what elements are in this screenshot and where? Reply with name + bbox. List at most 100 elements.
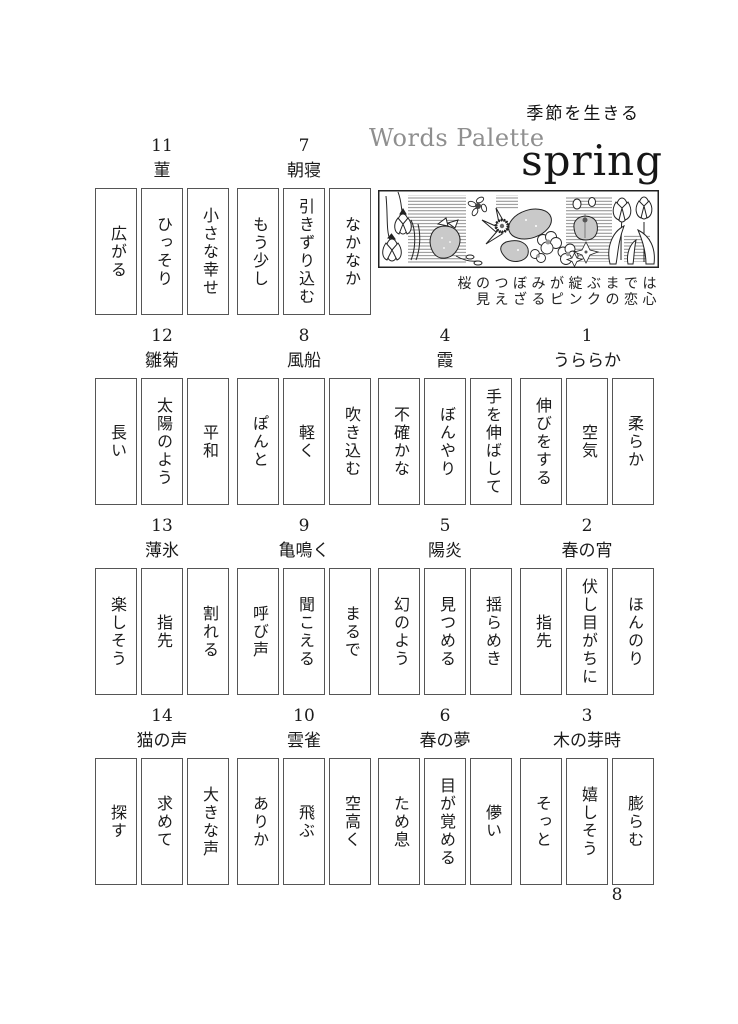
word-card: 小さな幸せ [187, 188, 229, 315]
group-boxes: ぽんと 軽く 吹き込む [237, 378, 371, 505]
word-group: 7 朝寝 もう少し 引きずり込む なかなか [237, 134, 371, 315]
group-number: 13 [151, 516, 173, 536]
word-card: 指先 [141, 568, 183, 695]
word-text: ぼんやり [437, 405, 454, 478]
word-card: 膨らむ [612, 758, 654, 885]
group-title: 春の夢 [419, 731, 471, 750]
word-card: 探す [95, 758, 137, 885]
word-text: 空気 [579, 423, 596, 460]
word-group: 13 薄氷 楽しそう 指先 割れる [95, 514, 229, 695]
word-text: そっと [533, 794, 550, 849]
word-text: 長い [108, 423, 125, 460]
word-text: 太陽のよう [154, 396, 171, 487]
group-number: 10 [293, 706, 315, 726]
group-number: 8 [298, 326, 310, 346]
word-card: 引きずり込む [283, 188, 325, 315]
group-boxes: もう少し 引きずり込む なかなか [237, 188, 371, 315]
word-text: 幻のよう [391, 595, 408, 668]
word-text: 聞こえる [296, 595, 313, 668]
word-text: ほんのり [625, 595, 642, 668]
group-number: 4 [439, 326, 451, 346]
word-card: 大きな声 [187, 758, 229, 885]
word-card: ありか [237, 758, 279, 885]
group-boxes: 不確かな ぼんやり 手を伸ばして [378, 378, 512, 505]
word-text: 見つめる [437, 595, 454, 668]
word-text: ひっそり [154, 215, 171, 288]
word-text: ため息 [391, 794, 408, 849]
word-card: 求めて [141, 758, 183, 885]
word-text: ありか [250, 794, 267, 849]
group-boxes: 呼び声 聞こえる まるで [237, 568, 371, 695]
word-card: ぽんと [237, 378, 279, 505]
word-group: 8 風船 ぽんと 軽く 吹き込む [237, 324, 371, 505]
page-number: 8 [611, 885, 623, 905]
word-text: 伏し目がちに [579, 577, 596, 686]
word-group: 3 木の芽時 そっと 嬉しそう 膨らむ [520, 704, 654, 885]
word-card: 軽く [283, 378, 325, 505]
group-number: 9 [298, 516, 310, 536]
word-card: 伸びをする [520, 378, 562, 505]
group-number: 7 [298, 136, 310, 156]
word-group: 12 雛菊 長い 太陽のよう 平和 [95, 324, 229, 505]
group-title: 菫 [153, 161, 171, 180]
word-card: 柔らか [612, 378, 654, 505]
word-text: 儚い [483, 803, 500, 840]
word-text: 大きな声 [200, 785, 217, 858]
group-title: 雛菊 [145, 351, 179, 370]
word-card: 空気 [566, 378, 608, 505]
group-title: 木の芽時 [553, 731, 621, 750]
word-card: 揺らめき [470, 568, 512, 695]
word-card: 目が覚める [424, 758, 466, 885]
word-text: 目が覚める [437, 776, 454, 867]
page-title: Words Palette [369, 124, 545, 152]
word-group: 10 雲雀 ありか 飛ぶ 空高く [237, 704, 371, 885]
word-card: 割れる [187, 568, 229, 695]
word-card: 伏し目がちに [566, 568, 608, 695]
word-group: 4 霞 不確かな ぼんやり 手を伸ばして [378, 324, 512, 505]
word-text: 伸びをする [533, 396, 550, 487]
group-boxes: 伸びをする 空気 柔らか [520, 378, 654, 505]
word-text: 小さな幸せ [200, 206, 217, 297]
word-card: ぼんやり [424, 378, 466, 505]
group-title: 霞 [436, 351, 454, 370]
word-text: 空高く [342, 794, 359, 849]
word-group: 6 春の夢 ため息 目が覚める 儚い [378, 704, 512, 885]
word-group: 2 春の宵 指先 伏し目がちに ほんのり [520, 514, 654, 695]
word-group: 11 菫 広がる ひっそり 小さな幸せ [95, 134, 229, 315]
group-boxes: ありか 飛ぶ 空高く [237, 758, 371, 885]
group-boxes: 広がる ひっそり 小さな幸せ [95, 188, 229, 315]
word-card: 平和 [187, 378, 229, 505]
season-label: spring [521, 136, 663, 185]
group-title: 亀鳴く [278, 541, 330, 560]
spring-flowers-illustration [378, 190, 659, 268]
group-number: 5 [439, 516, 451, 536]
group-boxes: ため息 目が覚める 儚い [378, 758, 512, 885]
group-title: 陽炎 [428, 541, 462, 560]
group-number: 14 [151, 706, 173, 726]
word-card: 長い [95, 378, 137, 505]
word-group: 9 亀鳴く 呼び声 聞こえる まるで [237, 514, 371, 695]
word-card: 嬉しそう [566, 758, 608, 885]
word-text: なかなか [342, 215, 359, 288]
word-card: 指先 [520, 568, 562, 695]
word-card: ほんのり [612, 568, 654, 695]
word-text: 割れる [200, 604, 217, 659]
group-boxes: 長い 太陽のよう 平和 [95, 378, 229, 505]
poem-line-2: 見えざるピンクの恋心 [476, 292, 661, 308]
group-title: うららか [553, 351, 621, 370]
word-card: 不確かな [378, 378, 420, 505]
word-text: 求めて [154, 794, 171, 849]
group-number: 12 [151, 326, 173, 346]
word-card: 幻のよう [378, 568, 420, 695]
word-group: 1 うららか 伸びをする 空気 柔らか [520, 324, 654, 505]
word-card: まるで [329, 568, 371, 695]
word-text: まるで [342, 604, 359, 659]
word-card: 手を伸ばして [470, 378, 512, 505]
word-card: 吹き込む [329, 378, 371, 505]
group-title: 春の宵 [561, 541, 613, 560]
word-card: 太陽のよう [141, 378, 183, 505]
word-card: 飛ぶ [283, 758, 325, 885]
word-text: 指先 [154, 613, 171, 650]
series-slogan: 季節を生きる [526, 104, 640, 124]
word-card: 楽しそう [95, 568, 137, 695]
